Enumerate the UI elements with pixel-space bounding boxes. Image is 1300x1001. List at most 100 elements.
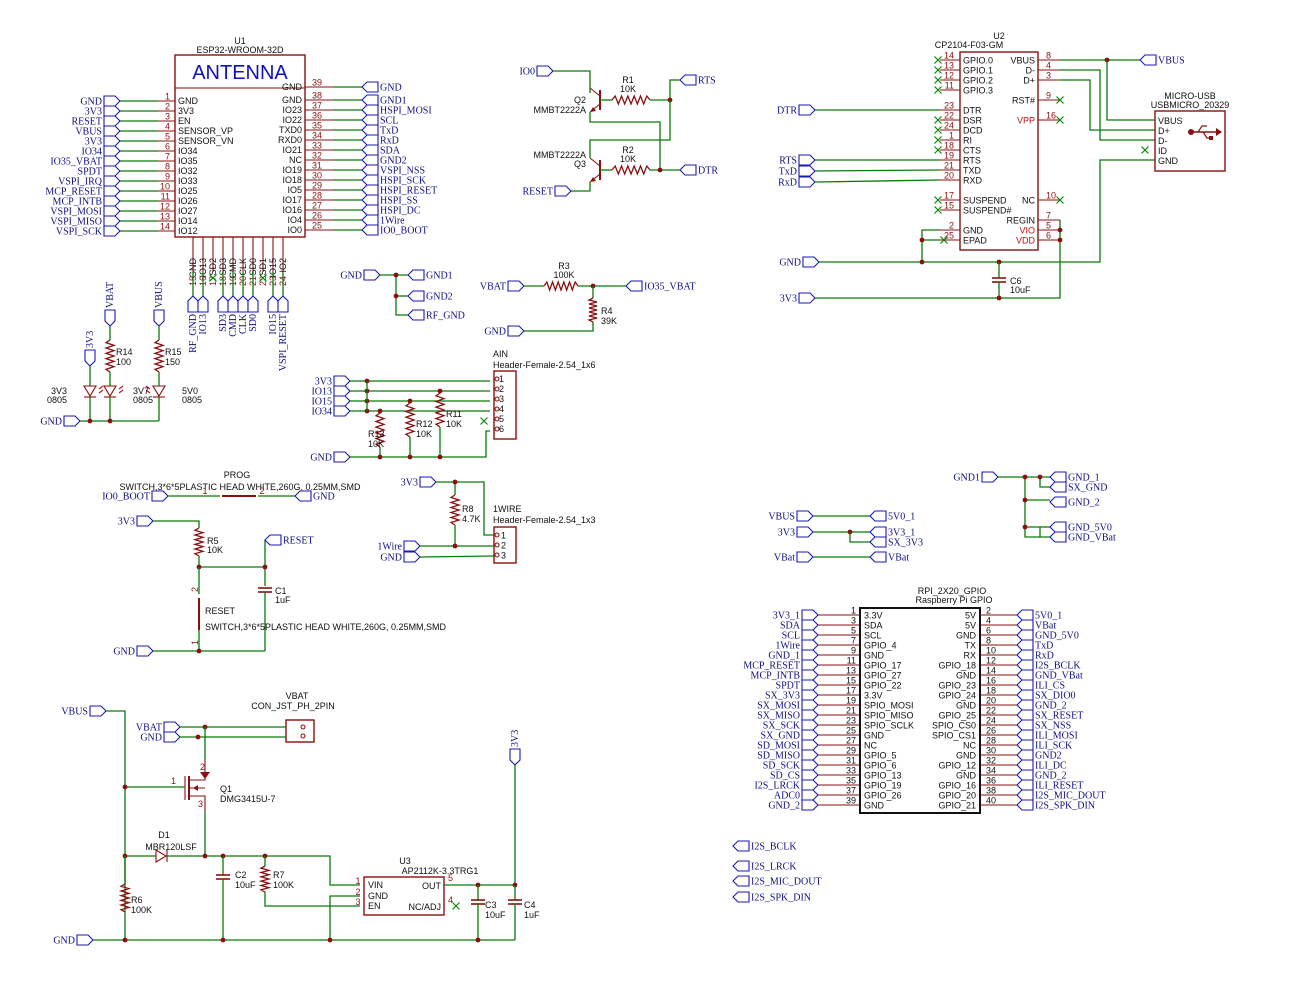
pin-name: GND (864, 801, 885, 811)
ain-ref: AIN (493, 349, 508, 359)
net-label-rpi-right: GND_2 (1016, 769, 1067, 782)
net-label-text: GND2 (426, 292, 453, 303)
net-label-rpi-left: SX_GND (761, 729, 819, 742)
pin-name: RXD0 (278, 135, 302, 145)
capacitor-symbol (471, 899, 485, 905)
net-label-text: DTR (777, 106, 797, 117)
net-label-rpi-left: 1Wire (775, 639, 819, 652)
pin-name: SCL (864, 631, 882, 641)
net-label-ain: IO15 (311, 395, 351, 408)
net-label-flag (801, 629, 819, 641)
net-label-text: HSPI_SCK (380, 176, 427, 187)
net-label-flag (361, 194, 379, 206)
net-label-rpi-right: TxD (1016, 639, 1053, 652)
net-label-text: SD_CS (770, 771, 800, 782)
net-label-flag (801, 639, 819, 651)
net-label-text: SPDT (78, 167, 102, 178)
net-label-flag (267, 295, 279, 313)
pin-number: 13 (160, 212, 170, 222)
net-label-text: VSPI_MISO (50, 217, 102, 228)
net-label-flag (247, 295, 259, 313)
net-label-rts: RTS (779, 154, 816, 167)
net-label-text: I2S_BCLK (1035, 661, 1081, 672)
pin-name: GND (956, 671, 977, 681)
pin-name: SENSOR_VP (178, 126, 233, 136)
no-connect-mark (480, 417, 488, 425)
header-pin (494, 406, 500, 412)
net-label-text: ILI_MOSI (1035, 731, 1078, 742)
pin-name: GND (188, 258, 198, 279)
pin-name: GND (1158, 156, 1179, 166)
pin-name: VIO (1019, 226, 1035, 236)
net-label-flag (1016, 799, 1034, 811)
led-pkg: 0805 (182, 395, 202, 405)
net-label-text: ILI_SCK (1035, 741, 1073, 752)
net-label-flag (103, 105, 121, 117)
component-ref: RPI_2X20_GPIO (918, 586, 987, 596)
usb-icon (1188, 125, 1222, 140)
led-ref: 3V7 (133, 386, 149, 396)
pin-number: 30 (312, 171, 322, 181)
r4-ref: R4 (601, 306, 613, 316)
net-label-text: GND_1 (768, 651, 800, 662)
pin-name: NC (963, 741, 976, 751)
pin-number: 18 (944, 141, 954, 151)
pin-number: 40 (986, 796, 996, 806)
no-connect-mark (259, 274, 267, 282)
junction-dot (919, 259, 925, 265)
resistor-zigzag (611, 164, 651, 176)
junction-dot (437, 388, 443, 394)
net-label-text: SX_NSS (1035, 721, 1071, 732)
net-label-text: VSPI_MOSI (50, 207, 102, 218)
no-connect-mark (934, 196, 942, 204)
net-label-text: GND (140, 733, 162, 744)
junction-dot (195, 734, 201, 740)
pin-name: GPIO_5 (864, 751, 897, 761)
net-label-rts: RTS (679, 74, 716, 87)
net-label-flag (801, 679, 819, 691)
wire (1060, 79, 1155, 131)
net-label-rpi-right: I2S_SPK_DIN (1016, 799, 1095, 812)
net-label-flag (103, 205, 121, 217)
net-label-flag (798, 176, 816, 188)
net-label-rpi-left: SX_3V3 (765, 689, 819, 702)
resistor-symbol (448, 494, 462, 526)
junction-dot (452, 543, 458, 549)
net-label-rpi-right: 5V0_1 (1016, 609, 1062, 622)
pin-name: SPIO_SCLK (864, 721, 914, 731)
component-part: CP2104-F03-GM (935, 40, 1004, 50)
no-connect-mark (452, 902, 460, 910)
net-label-flag (1016, 619, 1034, 631)
net-label-vbus: VBUS (1139, 54, 1185, 67)
wire (153, 520, 200, 528)
net-label-3v3-1: 3V3_1 (869, 526, 915, 539)
net-label-text: I2S_LRCK (754, 781, 800, 792)
header-pin (494, 416, 500, 422)
pin-number: 32 (312, 151, 322, 161)
junction-dot (437, 454, 443, 460)
net-label-text: GND (310, 453, 332, 464)
net-label-flag (796, 510, 814, 522)
no-connect-mark (934, 66, 942, 74)
pin-number: 30 (986, 746, 996, 756)
no-connect-stroke (1056, 116, 1064, 124)
net-label-rpi-left: MCP_RESET (743, 659, 819, 672)
wire (524, 322, 594, 332)
pin-number: 4 (499, 404, 504, 414)
pin-name: IO18 (282, 175, 302, 185)
wire (1024, 477, 1050, 538)
pin-name: IO32 (178, 166, 198, 176)
no-connect-stroke (1056, 96, 1064, 104)
pin-number: 28 (986, 736, 996, 746)
net-label-text: RxD (1035, 651, 1054, 662)
resistor-zigzag (448, 494, 462, 526)
net-label-text: IO15 (268, 314, 279, 335)
net-label-flag (136, 515, 154, 527)
pin-number: 11 (161, 192, 170, 202)
net-label-text: VBat (1035, 621, 1056, 632)
net-label-flag (1049, 521, 1067, 533)
no-connect-mark (1056, 116, 1064, 124)
net-label-gnd-out: SX_GND (1049, 481, 1107, 494)
net-label-text: GND1 (426, 271, 453, 282)
led-triangle (152, 385, 166, 398)
